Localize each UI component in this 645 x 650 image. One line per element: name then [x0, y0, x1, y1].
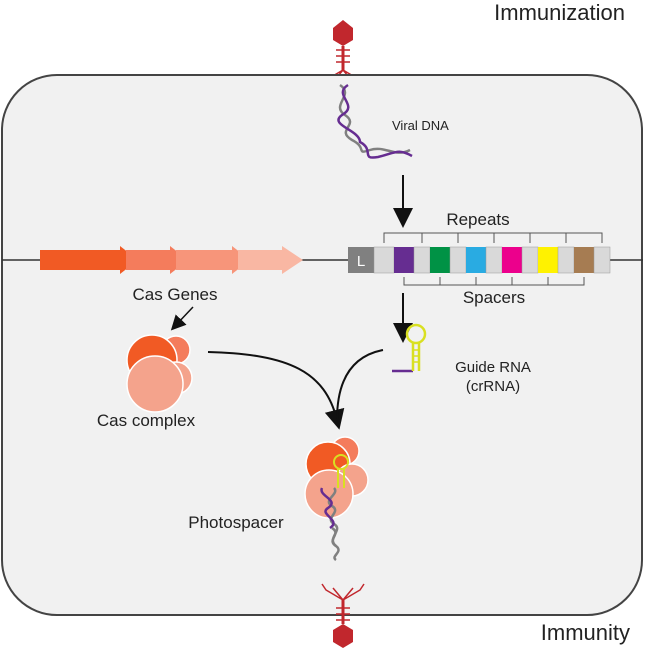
spacers-bracket — [403, 277, 585, 286]
spacer-4 — [502, 247, 522, 273]
crispr-array: L — [348, 246, 611, 274]
photospacer-label: Photospacer — [188, 513, 284, 532]
viral-dna-helix-icon — [337, 83, 413, 159]
arrow-assembly-right — [336, 349, 384, 421]
arrow-cas-expression — [170, 306, 194, 331]
spacer-3 — [466, 247, 486, 273]
crrna-label: (crRNA) — [466, 378, 520, 395]
arrow-assembly-left — [207, 351, 345, 430]
viral-dna-label: Viral DNA — [392, 118, 449, 133]
spacers-label: Spacers — [463, 288, 525, 307]
guide-rna-hairpin-icon — [392, 323, 427, 373]
cas-genes-label: Cas Genes — [132, 285, 217, 304]
repeats-bracket — [383, 232, 603, 243]
spacer-1 — [394, 247, 414, 273]
leader-label: L — [357, 253, 365, 270]
photospacer-complex-icon — [304, 436, 369, 562]
cas-complex-label: Cas complex — [97, 411, 196, 430]
cas-gene-arrows — [40, 246, 303, 274]
immunity-title: Immunity — [541, 620, 630, 645]
cas-complex-icon — [126, 334, 193, 413]
spacer-6 — [574, 247, 594, 273]
leader-box — [348, 247, 374, 273]
immunization-title: Immunization — [494, 0, 625, 25]
repeats-label: Repeats — [446, 210, 509, 229]
bacteriophage-icon — [321, 583, 365, 648]
guide-rna-label: Guide RNA — [455, 359, 531, 376]
spacer-2 — [430, 247, 450, 273]
bacterial-cell — [1, 74, 643, 616]
spacer-5 — [538, 247, 558, 273]
